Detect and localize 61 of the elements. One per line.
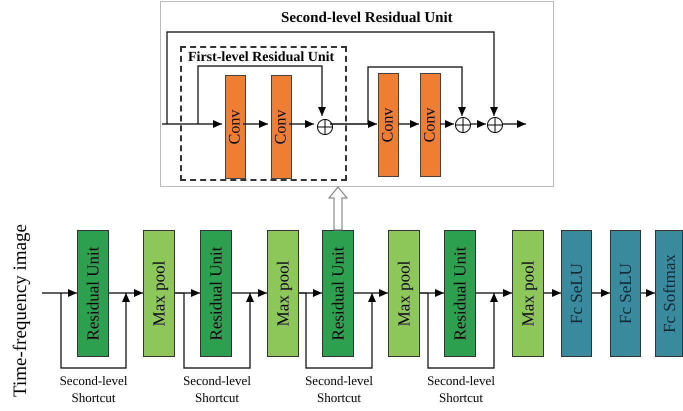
residual-unit-box [77, 230, 109, 357]
layer-label: Residual Unit [330, 246, 346, 340]
arrow [197, 65, 326, 124]
arrow [476, 289, 512, 297]
dense-layer-box [655, 230, 683, 357]
arrow [243, 120, 268, 128]
edge-label: Second-level Shortcut [304, 372, 374, 406]
edge-label: Second-level Shortcut [58, 372, 128, 406]
arrow [162, 120, 222, 128]
layer-label: Fc SeLU [568, 263, 585, 324]
arrow [42, 289, 77, 297]
residual-unit-box [322, 230, 354, 357]
max-pool-box [143, 230, 175, 357]
arrow [592, 289, 610, 297]
residual-unit-box [444, 230, 476, 357]
conv-layer-box [271, 75, 292, 179]
max-pool-box [512, 230, 544, 357]
layer-label: Residual Unit [452, 246, 468, 340]
arrow [60, 293, 130, 369]
unit-title: Second-level Residual Unit [281, 11, 453, 26]
layer-label: Conv [274, 110, 290, 144]
arrow [289, 120, 314, 128]
arrow [420, 292, 498, 369]
max-pool-box [267, 230, 299, 357]
conv-layer-box [378, 73, 399, 177]
edge-label: Second-level Shortcut [182, 372, 252, 406]
arrow [398, 120, 419, 128]
arrow [166, 31, 498, 124]
dense-layer-box [561, 230, 592, 357]
arrow [299, 292, 376, 369]
layer-label: Residual Unit [84, 246, 102, 340]
layer-label: Fc Softmax [660, 254, 678, 333]
arrow [440, 120, 454, 128]
arrow [354, 289, 388, 297]
layer-label: Conv [380, 108, 396, 142]
arrow [232, 289, 267, 297]
layer-label: Fc SeLU [617, 263, 634, 324]
input-label: Time-frequency image [10, 224, 30, 396]
conv-layer-box [420, 73, 441, 177]
edge-label: Second-level Shortcut [426, 372, 496, 406]
arrow [502, 120, 526, 128]
layer-label: Max pool [150, 260, 168, 326]
arrow [470, 120, 486, 128]
arrow [330, 66, 466, 125]
dashed-group-box [180, 46, 347, 181]
residual-unit-box [200, 230, 232, 357]
layer-label: Max pool [274, 260, 292, 326]
layer-label: Residual Unit [208, 246, 224, 340]
layer-label: Max pool [396, 260, 412, 326]
layer-label: Conv [422, 108, 438, 142]
layer-label: Conv [228, 110, 244, 144]
arrow [544, 289, 561, 297]
layer-label: Max pool [520, 260, 536, 326]
detail-panel [160, 1, 554, 187]
dense-layer-box [610, 230, 641, 357]
arrow [641, 289, 655, 297]
max-pool-box [388, 230, 420, 357]
arrow [175, 292, 254, 369]
arrow [109, 289, 143, 297]
hollow-arrow [328, 186, 348, 230]
conv-layer-box [225, 75, 246, 179]
